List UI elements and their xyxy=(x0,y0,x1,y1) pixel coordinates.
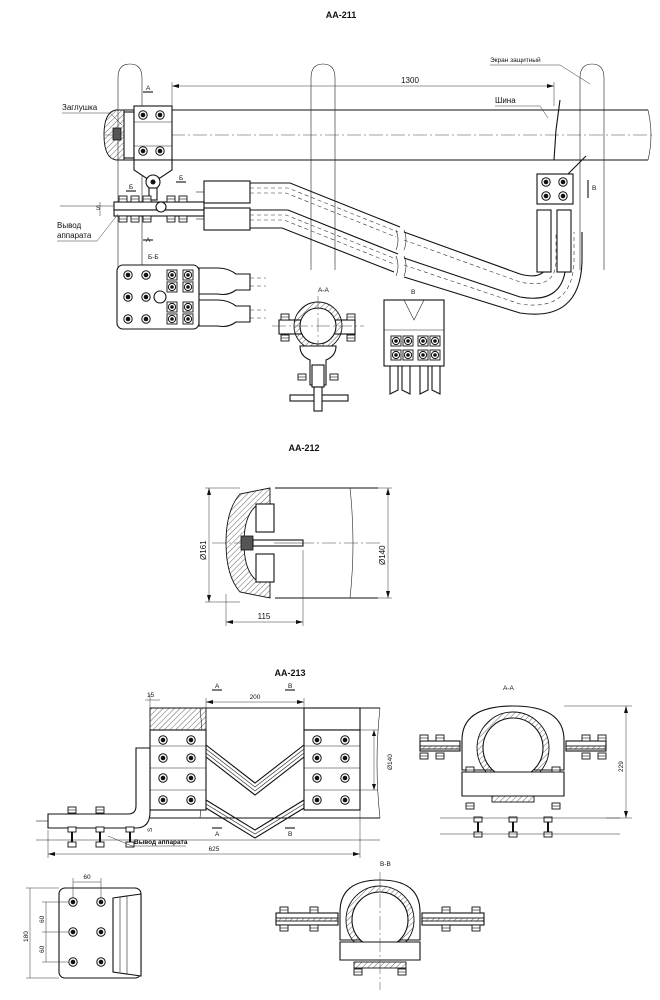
aa211-terminal-assembly xyxy=(60,180,251,231)
svg-text:В: В xyxy=(592,185,596,192)
aa212-d161: Ø161 xyxy=(199,540,208,560)
aa213-right-clamp xyxy=(303,707,361,811)
svg-text:В: В xyxy=(288,683,292,690)
svg-text:А: А xyxy=(215,831,220,838)
svg-text:Б-Б: Б-Б xyxy=(148,254,159,261)
svg-text:А-А: А-А xyxy=(318,287,330,294)
aa211-dim-1300: 1300 xyxy=(171,76,555,106)
aa211-terminal-label-2: аппарата xyxy=(57,231,92,240)
svg-text:S: S xyxy=(147,827,154,832)
aa211-clamp xyxy=(133,159,173,201)
aa213-plate-view: 60 60 60 180 xyxy=(23,874,142,979)
aa213-title: АА-213 xyxy=(274,668,305,678)
aa213-d229: 229 xyxy=(618,761,625,772)
aa213-d15: 15 xyxy=(147,692,155,699)
aa211-bus-label: Шина xyxy=(495,96,516,105)
aa212-dim-115: 115 xyxy=(225,550,304,626)
aa211-title: АА-211 xyxy=(326,10,357,20)
aa212-cap-section xyxy=(225,487,304,599)
svg-text:А-А: А-А xyxy=(503,685,515,692)
svg-text:В-В: В-В xyxy=(380,861,391,868)
aa211-posts xyxy=(117,63,605,270)
aa211-bus-leader: Шина xyxy=(495,96,549,119)
aa212-dim-d140: Ø140 xyxy=(378,487,392,599)
aa212-title: АА-212 xyxy=(288,443,319,453)
aa213-dim-15: 15 xyxy=(145,692,160,708)
aa211-view-v: В xyxy=(383,289,445,395)
aa213-view-aa: А-А xyxy=(419,685,620,838)
aa211-terminal-leader: Вывод аппарата xyxy=(57,213,119,242)
svg-text:В: В xyxy=(411,289,415,296)
aa211-bus-clamp xyxy=(536,99,587,273)
svg-text:А: А xyxy=(146,237,151,244)
aa213-flex-links xyxy=(205,744,305,839)
svg-text:S: S xyxy=(96,205,101,212)
aa213-terminal-bracket xyxy=(36,747,380,848)
aa213-d180: 180 xyxy=(23,931,30,942)
aa211-length: 1300 xyxy=(401,76,419,85)
aa211-view-bb: Б-Б xyxy=(116,254,266,330)
aa213-d60-left1: 60 xyxy=(39,915,46,923)
aa213-drawing: АА-213 xyxy=(23,668,632,990)
aa211-screen-leader: Экран защитный xyxy=(490,56,591,85)
aa213-d140: Ø140 xyxy=(387,754,394,770)
aa211-cap-label: Заглушка xyxy=(62,103,98,112)
aa213-dim-200: 200 xyxy=(205,694,305,708)
aa212-d140: Ø140 xyxy=(378,545,387,565)
svg-text:Б: Б xyxy=(129,184,133,191)
aa212-dim-d161: Ø161 xyxy=(199,487,240,603)
aa212-depth: 115 xyxy=(258,612,271,621)
aa213-d60-top: 60 xyxy=(83,874,91,881)
aa213-view-bb: В-В xyxy=(275,861,485,990)
aa211-section-marks: А А Б Б В S xyxy=(96,85,596,244)
aa213-d60-left2: 60 xyxy=(39,945,46,953)
aa213-d200: 200 xyxy=(250,694,261,701)
aa213-dim-625: 625 xyxy=(47,810,361,858)
svg-text:А: А xyxy=(215,683,220,690)
svg-text:Б: Б xyxy=(179,175,183,182)
aa213-left-clamp xyxy=(149,707,207,811)
aa211-cap-leader: Заглушка xyxy=(62,103,123,126)
aa213-dim-229: 229 xyxy=(564,705,632,819)
aa213-terminal-leader: Вывод аппарата xyxy=(107,835,188,847)
svg-text:А: А xyxy=(146,85,151,92)
aa211-bus-pipe xyxy=(105,109,652,161)
aa211-flex-conductors xyxy=(250,182,583,315)
aa213-section-marks: А В А В S xyxy=(147,683,295,838)
aa213-terminal-label: Вывод аппарата xyxy=(134,839,188,846)
aa212-drawing: АА-212 Ø161 Ø140 xyxy=(199,443,392,626)
aa213-dim-d140: Ø140 xyxy=(360,729,394,791)
aa211-drawing: АА-211 Заглушка xyxy=(57,10,652,412)
svg-text:В: В xyxy=(288,831,292,838)
aa213-d625: 625 xyxy=(209,846,220,853)
aa211-screen-label: Экран защитный xyxy=(490,56,541,64)
aa211-terminal-label-1: Вывод xyxy=(57,221,82,230)
aa211-cap xyxy=(103,105,173,161)
aa211-view-aa: А-А xyxy=(272,287,364,412)
